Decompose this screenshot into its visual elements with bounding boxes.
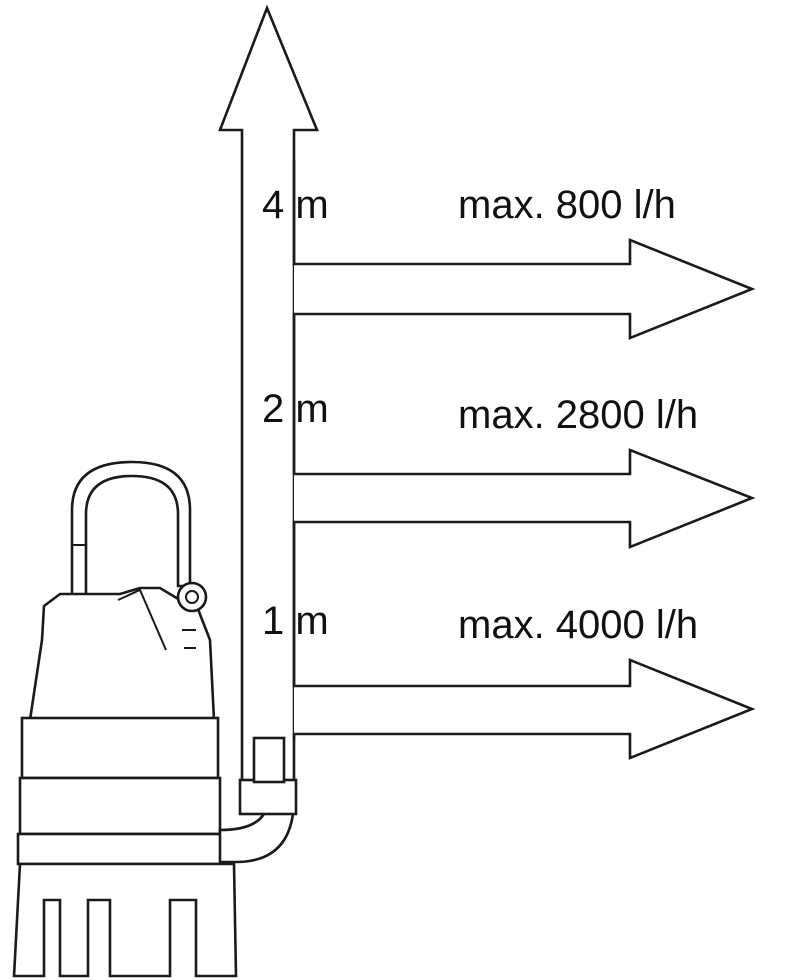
flow-arrow-4m — [292, 150, 756, 450]
flow-arrow-1m — [292, 658, 756, 760]
flow-label-2m: max. 2800 l/h — [458, 393, 698, 437]
flow-arrow-2m — [292, 448, 756, 660]
flow-label-1m: max. 4000 l/h — [458, 603, 698, 647]
flow-label-4m: max. 800 l/h — [458, 183, 676, 227]
height-label-4m: 4 m — [262, 183, 329, 227]
height-label-1m: 1 m — [262, 599, 329, 643]
submersible-pump-icon — [12, 460, 298, 978]
height-label-2m: 2 m — [262, 387, 329, 431]
